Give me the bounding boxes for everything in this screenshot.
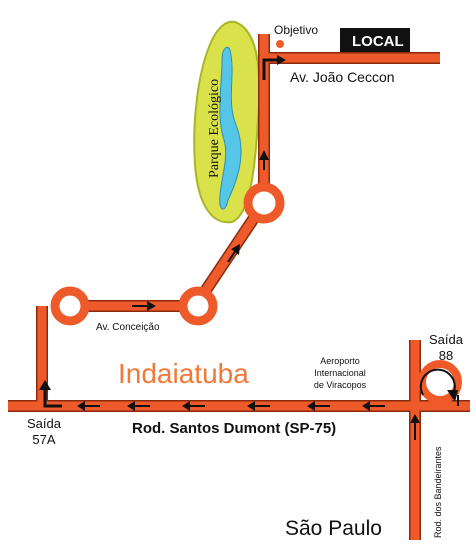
arrow-icon	[410, 414, 420, 440]
saida-57a-line1: Saída	[27, 416, 62, 431]
arrow-icon	[132, 301, 156, 311]
arrow-icon	[227, 244, 240, 263]
arrow-icon	[262, 55, 286, 80]
loop-arrow-icon	[419, 368, 456, 397]
arrow-icon	[39, 380, 62, 408]
arrow-icon	[362, 401, 385, 411]
saida-88-loop	[418, 360, 462, 406]
park-label: Parque Ecológico	[207, 79, 222, 178]
rod-bandeirantes-label: Rod. dos Bandeirantes	[433, 446, 443, 538]
roundabout-icon	[178, 286, 218, 326]
arrow-icon	[182, 401, 205, 411]
sao-paulo-label: São Paulo	[285, 517, 382, 540]
av-conceicao-label: Av. Conceição	[96, 322, 160, 333]
arrow-icon	[77, 401, 100, 411]
parque-ecologico: Parque Ecológico	[193, 20, 261, 224]
roundabouts	[50, 182, 285, 326]
roundabout-icon	[243, 182, 285, 224]
arrow-icon	[247, 401, 270, 411]
saida-57a-line2: 57A	[32, 432, 55, 447]
airport-label-line2: Internacional	[314, 368, 366, 378]
lake	[219, 46, 242, 210]
arrow-icon	[447, 390, 458, 402]
local-badge	[340, 28, 410, 52]
town-label: Indaiatuba	[118, 358, 249, 389]
direction-arrows	[39, 55, 420, 440]
arrow-icon	[127, 401, 150, 411]
local-label: LOCAL	[352, 33, 404, 50]
airport-label-line1: Aeroporto	[320, 356, 360, 366]
rod-santos-dumont-label: Rod. Santos Dumont (SP-75)	[132, 420, 336, 437]
destination-marker-icon	[276, 40, 284, 48]
arrow-icon	[307, 401, 330, 411]
objective-label: Objetivo	[274, 23, 318, 37]
arrow-icon	[259, 150, 269, 170]
airport-label-line3: de Viracopos	[314, 380, 367, 390]
saida-88-line2: 88	[439, 348, 453, 363]
roundabout-icon	[50, 286, 90, 326]
saida-88-line1: Saída	[429, 332, 464, 347]
av-joao-ceccon-label: Av. João Ceccon	[290, 69, 395, 85]
